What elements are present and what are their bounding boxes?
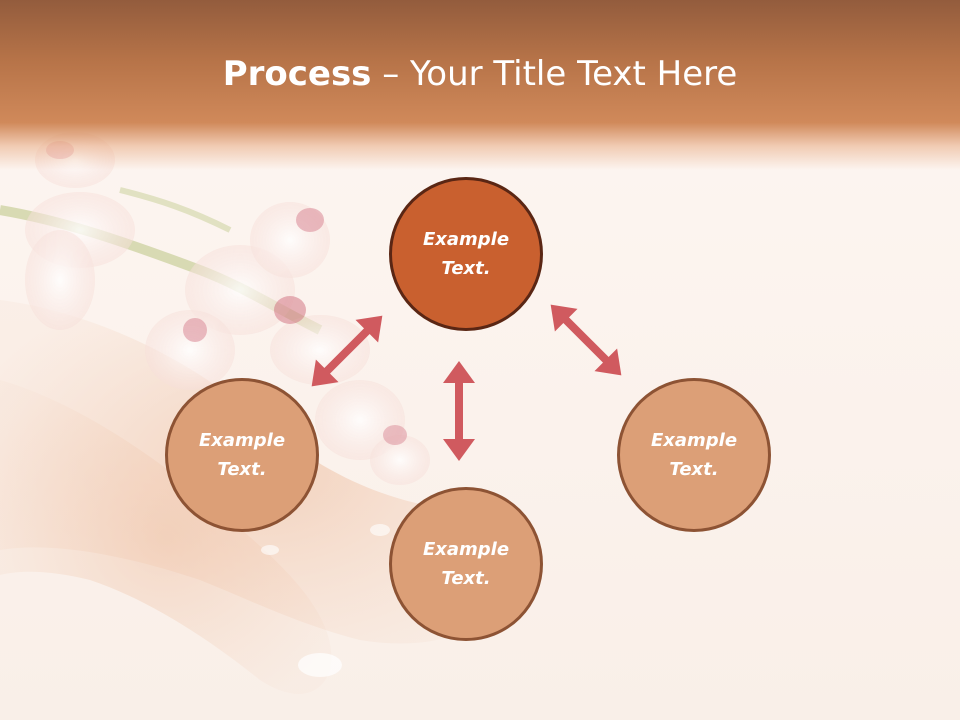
node-left-label: Example Text. — [198, 430, 286, 480]
title-rest: – Your Title Text Here — [371, 54, 738, 94]
double-arrow-left — [311, 315, 383, 387]
node-right: Example Text. — [617, 378, 771, 532]
title-bold: Process — [222, 54, 372, 94]
double-arrow-right — [550, 304, 622, 376]
node-left: Example Text. — [165, 378, 319, 532]
double-arrow-vertical — [443, 361, 475, 461]
node-top: Example Text. — [389, 177, 543, 331]
title-bar — [0, 0, 960, 170]
node-top-label: Example Text. — [422, 229, 510, 279]
node-bottom: Example Text. — [389, 487, 543, 641]
node-right-label: Example Text. — [650, 430, 738, 480]
slide-title: Process – Your Title Text Here — [0, 52, 960, 96]
node-bottom-label: Example Text. — [422, 539, 510, 589]
